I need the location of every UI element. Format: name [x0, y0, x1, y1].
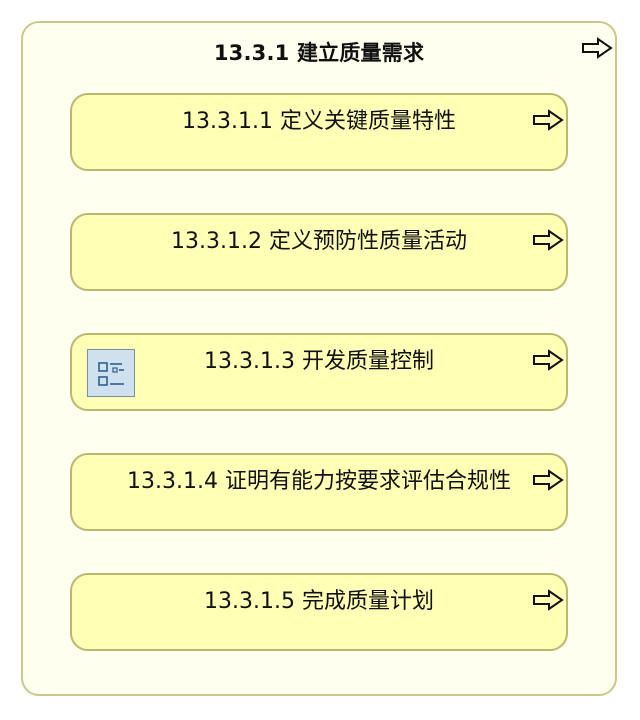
arrow-right-icon[interactable] — [532, 589, 564, 611]
process-group-title: 13.3.1 建立质量需求 — [213, 41, 425, 65]
process-label: 13.3.1.4 证明有能力按要求评估合规性 — [127, 469, 511, 494]
process-label: 13.3.1.2 定义预防性质量活动 — [171, 229, 467, 254]
process-box-13-3-1-4[interactable]: 13.3.1.4 证明有能力按要求评估合规性 — [70, 453, 568, 531]
process-box-13-3-1-5[interactable]: 13.3.1.5 完成质量计划 — [70, 573, 568, 651]
procedure-list-icon — [87, 349, 135, 397]
process-box-13-3-1-2[interactable]: 13.3.1.2 定义预防性质量活动 — [70, 213, 568, 291]
arrow-right-icon[interactable] — [532, 349, 564, 371]
process-label: 13.3.1.3 开发质量控制 — [204, 349, 434, 374]
process-box-13-3-1-1[interactable]: 13.3.1.1 定义关键质量特性 — [70, 93, 568, 171]
process-label: 13.3.1.5 完成质量计划 — [204, 589, 434, 614]
arrow-right-icon[interactable] — [532, 229, 564, 251]
process-box-13-3-1-3[interactable]: 13.3.1.3 开发质量控制 — [70, 333, 568, 411]
process-label: 13.3.1.1 定义关键质量特性 — [182, 109, 456, 134]
arrow-right-icon[interactable] — [581, 37, 613, 59]
process-group: 13.3.1 建立质量需求 13.3.1.1 定义关键质量特性 13.3.1.2… — [21, 21, 617, 696]
arrow-right-icon[interactable] — [532, 469, 564, 491]
arrow-right-icon[interactable] — [532, 109, 564, 131]
